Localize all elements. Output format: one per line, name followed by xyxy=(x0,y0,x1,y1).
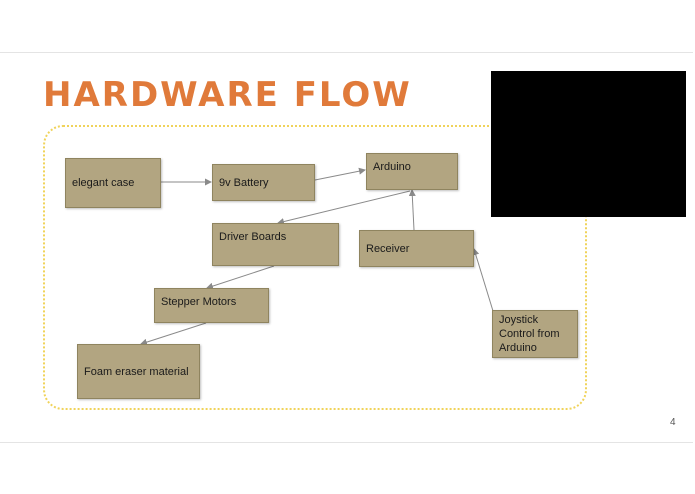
edge-receiver-to-arduino xyxy=(408,189,416,231)
node-joystick-control: Joystick Control from Arduino xyxy=(492,310,578,358)
node-driver-boards: Driver Boards xyxy=(212,223,339,266)
node-foam-eraser-material: Foam eraser material xyxy=(77,344,200,399)
node-arduino: Arduino xyxy=(366,153,458,190)
arrow-layer xyxy=(140,167,494,346)
edge-arduino-to-driver-boards xyxy=(277,190,411,225)
redacted-image-block xyxy=(491,71,686,217)
node-receiver: Receiver xyxy=(359,230,474,267)
slide: HARDWARE FLOW elegant case 9v Battery Ar… xyxy=(0,52,693,443)
page-number: 4 xyxy=(670,417,676,428)
node-stepper-motors: Stepper Motors xyxy=(154,288,269,323)
node-9v-battery: 9v Battery xyxy=(212,164,315,201)
edge-driver-boards-to-stepper xyxy=(206,265,275,290)
edge-joystick-to-receiver xyxy=(472,248,494,312)
edge-stepper-to-foam xyxy=(140,322,207,346)
edge-battery-to-arduino xyxy=(314,167,366,181)
slide-title: HARDWARE FLOW xyxy=(43,75,412,115)
diagram-frame xyxy=(43,125,587,410)
node-elegant-case: elegant case xyxy=(65,158,161,208)
